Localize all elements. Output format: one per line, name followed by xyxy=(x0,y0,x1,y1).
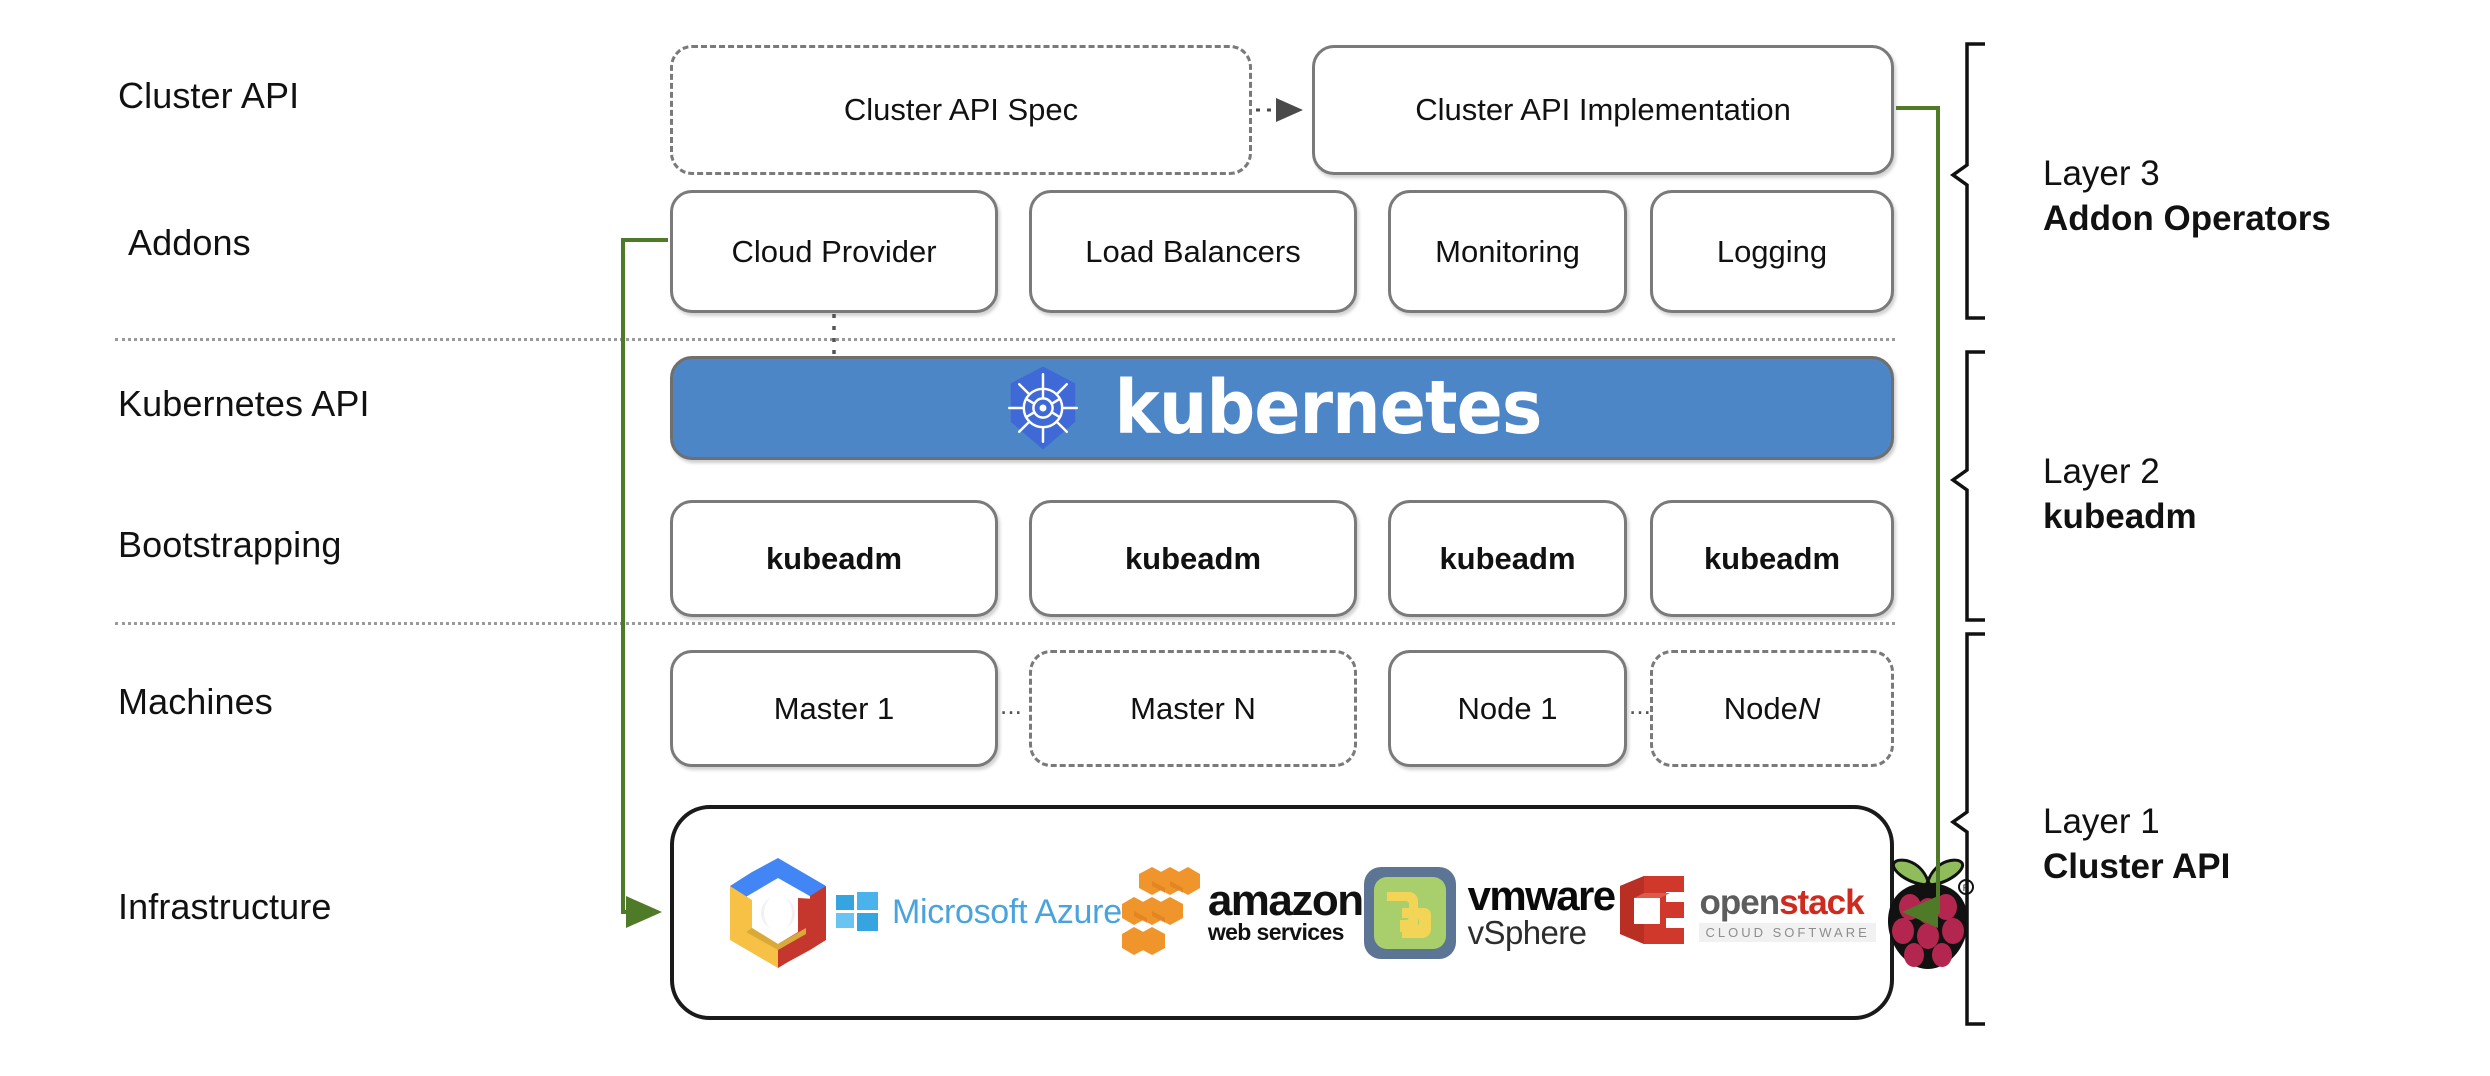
node-kubeadm-1[interactable]: kubeadm xyxy=(670,500,998,617)
separator-layer3-layer2 xyxy=(115,338,1895,341)
row-label-addons: Addons xyxy=(128,222,251,263)
separator-layer2-layer1 xyxy=(115,622,1895,625)
vmware-vsphere-logo: vmware vSphere xyxy=(1363,866,1616,960)
microsoft-windows-icon xyxy=(836,891,878,931)
svg-text:R: R xyxy=(1963,883,1970,893)
openstack-wordmark-open: open xyxy=(1699,883,1780,922)
amazon-wordmark: amazon xyxy=(1207,875,1364,925)
node-node-n[interactable]: Node N xyxy=(1650,650,1894,767)
node-node-n-suffix: N xyxy=(1797,690,1821,726)
row-label-cluster-api: Cluster API xyxy=(118,75,300,116)
row-label-kubernetes-api: Kubernetes API xyxy=(118,383,370,424)
node-kubeadm-4[interactable]: kubeadm xyxy=(1650,500,1894,617)
node-node-1[interactable]: Node 1 xyxy=(1388,650,1627,767)
vsphere-app-icon xyxy=(1363,866,1456,959)
row-label-machines: Machines xyxy=(118,681,273,722)
microsoft-azure-logo: Microsoft Azure xyxy=(834,890,1122,936)
brace-layer-2 xyxy=(1949,350,1985,622)
layer-1-title: Layer 1 xyxy=(2043,802,2160,841)
machines-ellipsis-2: ... xyxy=(1629,690,1651,720)
openstack-tagline: CLOUD SOFTWARE xyxy=(1699,923,1876,942)
google-cloud-platform-logo xyxy=(722,854,834,972)
layer-1-subtitle: Cluster API xyxy=(2043,846,2231,886)
infrastructure-container[interactable]: Microsoft Azure xyxy=(670,805,1974,1020)
node-cloud-provider[interactable]: Cloud Provider xyxy=(670,190,998,313)
layer-3-subtitle: Addon Operators xyxy=(2043,198,2331,238)
node-load-balancers[interactable]: Load Balancers xyxy=(1029,190,1357,313)
layer-3-label: Layer 3 Addon Operators xyxy=(2043,152,2331,242)
layer-3-title: Layer 3 xyxy=(2043,154,2160,193)
node-cluster-api-spec[interactable]: Cluster API Spec xyxy=(670,45,1252,175)
kubernetes-helm-wheel-icon xyxy=(1007,366,1078,450)
arrow-clusterapi-to-infrastructure xyxy=(1896,106,1940,928)
node-monitoring[interactable]: Monitoring xyxy=(1388,190,1627,313)
microsoft-azure-wordmark: Microsoft Azure xyxy=(892,893,1122,931)
vmware-wordmark: vmware xyxy=(1467,872,1616,920)
row-label-bootstrapping: Bootstrapping xyxy=(118,524,342,565)
openstack-cube-icon xyxy=(1620,875,1685,944)
node-cluster-api-implementation[interactable]: Cluster API Implementation xyxy=(1312,45,1894,175)
node-master-1[interactable]: Master 1 xyxy=(670,650,998,767)
node-logging[interactable]: Logging xyxy=(1650,190,1894,313)
aws-cubes-icon xyxy=(1121,866,1200,955)
amazon-web-services-logo: amazon web services xyxy=(1121,865,1364,961)
node-node-n-prefix: Node xyxy=(1723,690,1798,726)
layer-2-title: Layer 2 xyxy=(2043,452,2160,491)
brace-layer-3 xyxy=(1949,42,1985,320)
vsphere-wordmark: vSphere xyxy=(1467,913,1587,951)
node-kubeadm-2[interactable]: kubeadm xyxy=(1029,500,1357,617)
raspberry-pi-logo: R xyxy=(1876,851,1980,975)
raspberry-pi-icon: R xyxy=(1887,858,1974,969)
layer-2-label: Layer 2 kubeadm xyxy=(2043,450,2197,540)
row-label-infrastructure: Infrastructure xyxy=(118,886,332,927)
openstack-logo: open stack CLOUD SOFTWARE xyxy=(1614,872,1876,954)
machines-ellipsis-1: ... xyxy=(1000,690,1022,720)
kubernetes-api-banner[interactable]: kubernetes xyxy=(670,356,1894,460)
layer-2-subtitle: kubeadm xyxy=(2043,496,2197,536)
node-master-n[interactable]: Master N xyxy=(1029,650,1357,767)
openstack-wordmark-stack: stack xyxy=(1779,883,1865,922)
web-services-wordmark: web services xyxy=(1207,919,1345,946)
layer-1-label: Layer 1 Cluster API xyxy=(2043,800,2230,890)
kubernetes-wordmark: kubernetes xyxy=(1114,365,1543,451)
node-kubeadm-3[interactable]: kubeadm xyxy=(1388,500,1627,617)
